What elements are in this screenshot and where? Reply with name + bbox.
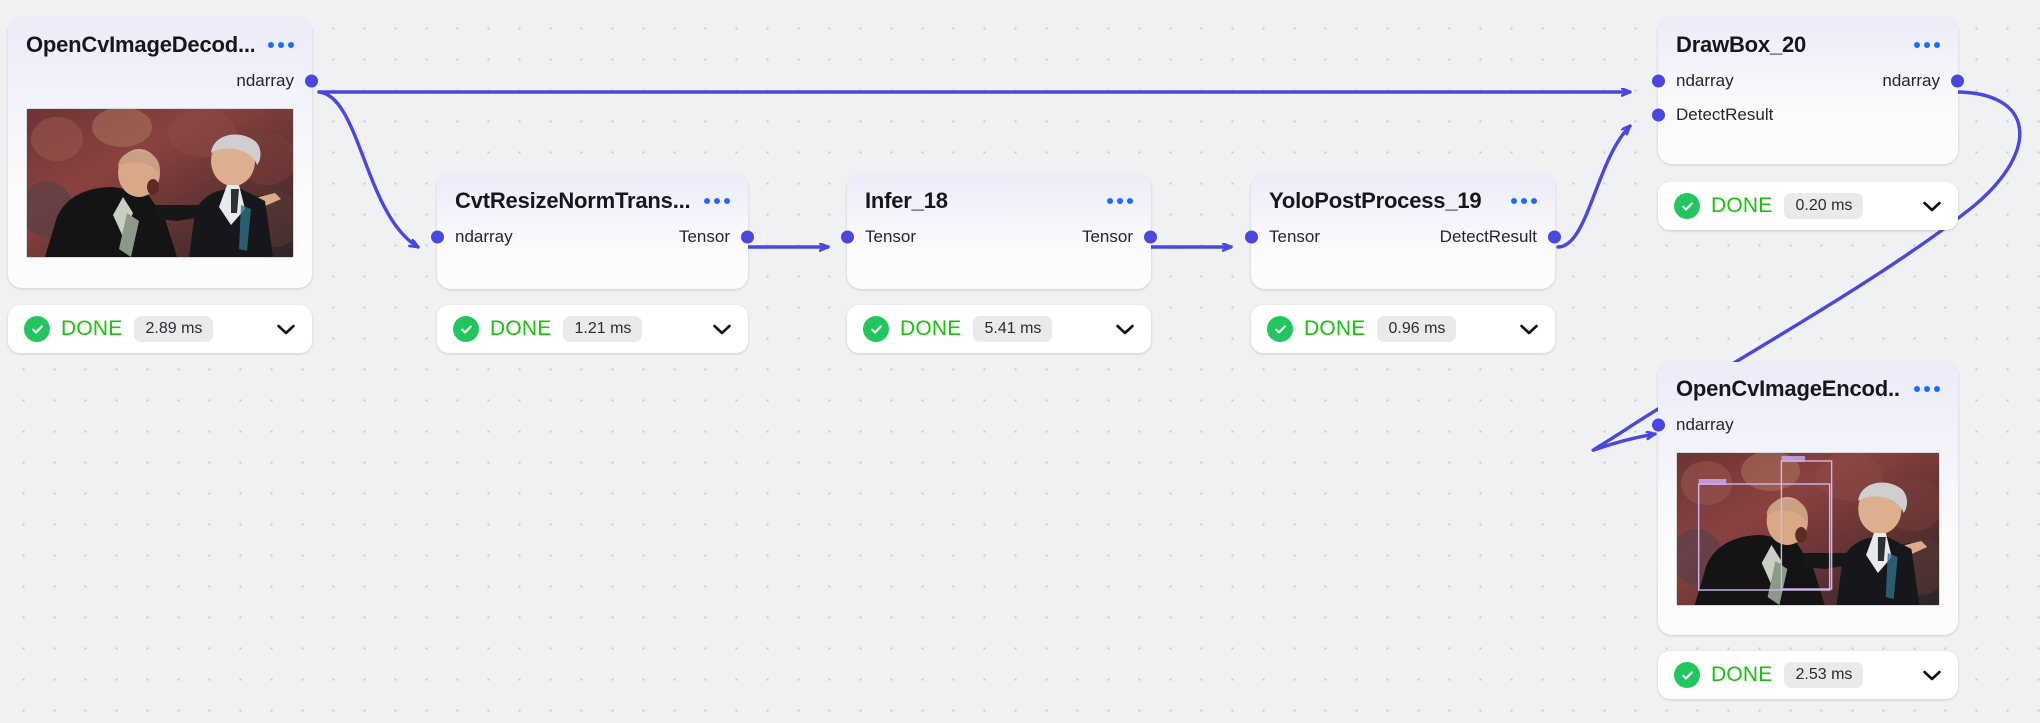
port-row-ndarray: ndarray ndarray <box>1652 64 1964 98</box>
status-label: DONE <box>1711 194 1773 217</box>
input-pin-tensor[interactable] <box>1245 230 1258 244</box>
status-bar-draw-box-20[interactable]: DONE 0.20 ms <box>1658 182 1958 230</box>
node-draw-box-20[interactable]: DrawBox_20 ndarray ndarray DetectResult <box>1652 18 1964 164</box>
status-timing: 2.53 ms <box>1784 662 1864 688</box>
status-bar-opencv-image-encode[interactable]: DONE 2.53 ms <box>1658 651 1958 699</box>
node-header: CvtResizeNormTrans... <box>437 174 748 220</box>
ellipsis-icon[interactable] <box>1914 42 1940 48</box>
check-circle-icon <box>1674 193 1700 219</box>
node-header: DrawBox_20 <box>1658 18 1958 64</box>
check-circle-icon <box>1267 316 1293 342</box>
output-pin-ndarray[interactable] <box>305 74 318 88</box>
status-label: DONE <box>61 317 123 340</box>
port-row-io: Tensor DetectResult <box>1245 220 1561 254</box>
node-title: Infer_18 <box>865 188 948 213</box>
status-label: DONE <box>1711 663 1773 686</box>
chevron-down-icon[interactable] <box>1904 200 1942 213</box>
node-infer-18[interactable]: Infer_18 Tensor Tensor <box>841 174 1157 289</box>
node-opencv-image-encode[interactable]: OpenCvImageEncod... ndarray <box>1652 362 1958 635</box>
input-port-label: ndarray <box>1676 415 1734 434</box>
input-pin-detectresult[interactable] <box>1652 108 1665 122</box>
node-ports: ndarray <box>1652 408 1958 442</box>
status-bar-opencv-image-decode[interactable]: DONE 2.89 ms <box>8 305 312 353</box>
status-timing: 0.96 ms <box>1377 316 1457 342</box>
port-row-output: ndarray <box>26 64 318 98</box>
node-ports: Tensor Tensor <box>841 220 1157 254</box>
node-title: YoloPostProcess_19 <box>1269 188 1482 213</box>
check-circle-icon <box>863 316 889 342</box>
chevron-down-icon[interactable] <box>1904 669 1942 682</box>
chevron-down-icon[interactable] <box>694 323 732 336</box>
output-pin-detectresult[interactable] <box>1548 230 1561 244</box>
node-cvt-resize-norm-trans[interactable]: CvtResizeNormTrans... ndarray Tensor <box>431 174 754 289</box>
input-port-label: DetectResult <box>1676 105 1774 124</box>
node-header: Infer_18 <box>847 174 1151 220</box>
node-ports: ndarray <box>8 64 318 98</box>
check-circle-icon <box>453 316 479 342</box>
edge-decode-to-cvtresize <box>317 90 420 249</box>
port-row-input: ndarray <box>1652 408 1940 442</box>
node-title: OpenCvImageDecod... <box>26 32 254 57</box>
status-timing: 1.21 ms <box>563 316 643 342</box>
chevron-down-icon[interactable] <box>1097 323 1135 336</box>
node-title: CvtResizeNormTrans... <box>455 188 690 213</box>
port-row-io: ndarray Tensor <box>431 220 754 254</box>
chevron-down-icon[interactable] <box>1501 323 1539 336</box>
edge-yolo-to-drawbox <box>1556 124 1632 249</box>
input-pin-ndarray[interactable] <box>431 230 444 244</box>
node-opencv-image-decode[interactable]: OpenCvImageDecod... ndarray <box>8 18 318 288</box>
node-ports: Tensor DetectResult <box>1245 220 1561 254</box>
node-header: OpenCvImageDecod... <box>8 18 312 64</box>
output-pin-ndarray[interactable] <box>1951 74 1964 88</box>
check-circle-icon <box>1674 662 1700 688</box>
status-bar-cvt-resize-norm-trans[interactable]: DONE 1.21 ms <box>437 305 748 353</box>
node-title: DrawBox_20 <box>1676 32 1807 57</box>
ellipsis-icon[interactable] <box>1107 198 1133 204</box>
check-circle-icon <box>24 316 50 342</box>
chevron-down-icon[interactable] <box>258 323 296 336</box>
output-port-label: ndarray <box>236 71 294 90</box>
output-pin-tensor[interactable] <box>1144 230 1157 244</box>
input-port-label: Tensor <box>865 227 917 246</box>
output-port-label: DetectResult <box>1439 227 1537 246</box>
ellipsis-icon[interactable] <box>704 198 730 204</box>
ellipsis-icon[interactable] <box>268 42 294 48</box>
node-ports: ndarray ndarray DetectResult <box>1652 64 1964 132</box>
status-label: DONE <box>900 317 962 340</box>
node-thumbnail <box>26 108 294 258</box>
status-bar-infer-18[interactable]: DONE 5.41 ms <box>847 305 1151 353</box>
input-pin-ndarray[interactable] <box>1652 74 1665 88</box>
status-bar-yolo-post-process-19[interactable]: DONE 0.96 ms <box>1251 305 1555 353</box>
port-row-io: Tensor Tensor <box>841 220 1157 254</box>
node-ports: ndarray Tensor <box>431 220 754 254</box>
node-thumbnail <box>1676 452 1940 606</box>
status-timing: 0.20 ms <box>1784 193 1864 219</box>
output-port-label: Tensor <box>1081 227 1133 246</box>
input-port-label: Tensor <box>1269 227 1321 246</box>
input-pin-ndarray[interactable] <box>1652 418 1665 432</box>
node-header: OpenCvImageEncod... <box>1658 362 1958 408</box>
output-port-label: ndarray <box>1882 71 1940 90</box>
node-title: OpenCvImageEncod... <box>1676 376 1900 401</box>
ellipsis-icon[interactable] <box>1914 386 1940 392</box>
port-row-detectresult: DetectResult <box>1652 98 1940 132</box>
ellipsis-icon[interactable] <box>1511 198 1537 204</box>
input-port-label: ndarray <box>1676 71 1734 90</box>
node-yolo-post-process-19[interactable]: YoloPostProcess_19 Tensor DetectResult <box>1245 174 1561 289</box>
output-pin-tensor[interactable] <box>741 230 754 244</box>
output-port-label: Tensor <box>678 227 730 246</box>
status-label: DONE <box>490 317 552 340</box>
status-timing: 2.89 ms <box>134 316 214 342</box>
status-label: DONE <box>1304 317 1366 340</box>
status-timing: 5.41 ms <box>973 316 1053 342</box>
input-port-label: ndarray <box>455 227 513 246</box>
input-pin-tensor[interactable] <box>841 230 854 244</box>
node-header: YoloPostProcess_19 <box>1251 174 1555 220</box>
